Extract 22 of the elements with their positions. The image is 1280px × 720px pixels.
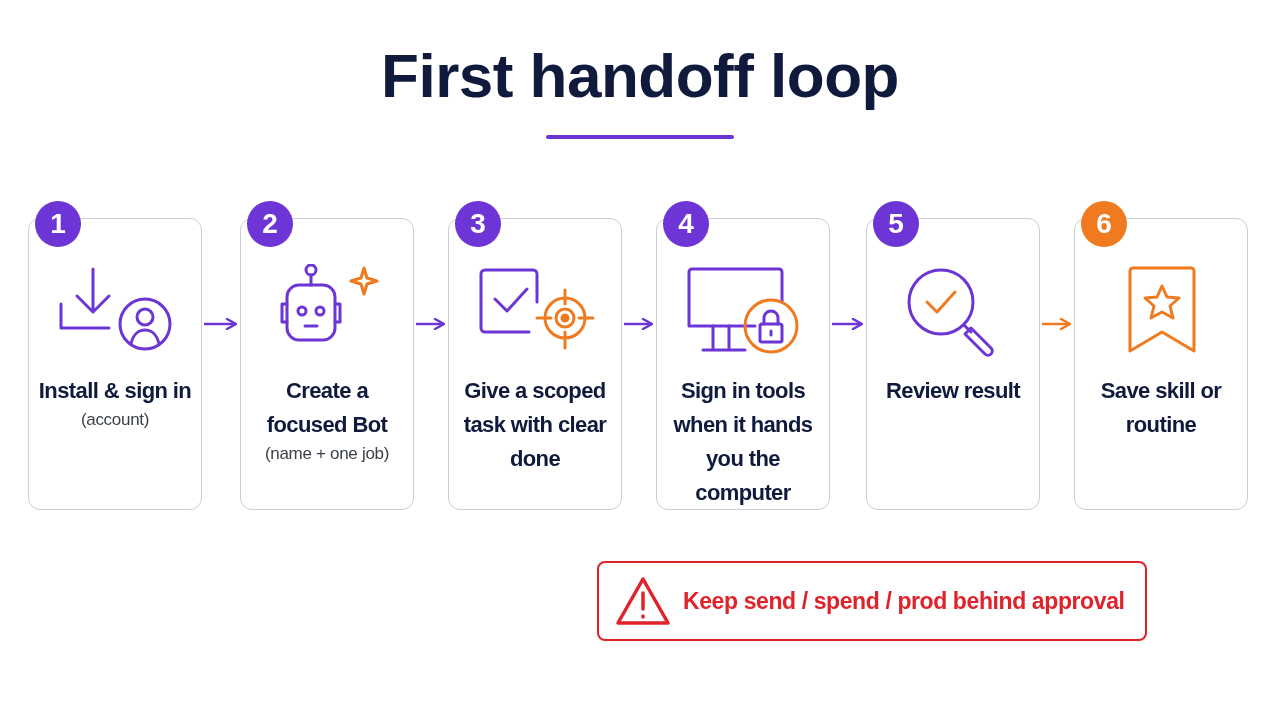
warning-text: Keep send / spend / prod behind approval — [683, 587, 1125, 615]
step-title: Give a scoped task with clear done — [462, 377, 608, 473]
step-number: 6 — [1081, 201, 1127, 247]
step-number: 1 — [35, 201, 81, 247]
step-number: 2 — [247, 201, 293, 247]
step-title: Create a focused Bot — [265, 377, 389, 439]
arrow — [416, 317, 446, 331]
step-title: Sign in tools when it hands you the computer — [672, 377, 814, 507]
title: First handoff loop — [381, 40, 899, 111]
arrow — [204, 317, 238, 331]
step-title: Save skill or routine — [1099, 377, 1223, 439]
step-number: 5 — [873, 201, 919, 247]
step-title: Review result — [885, 377, 1020, 405]
arrow — [624, 317, 654, 331]
step-number: 4 — [663, 201, 709, 247]
arrow — [832, 317, 864, 331]
warning-box — [597, 561, 1147, 641]
step-note: (name + one job) — [264, 444, 390, 464]
step-number: 3 — [455, 201, 501, 247]
step-note: (account) — [80, 410, 150, 430]
step-title: Install & sign in — [38, 377, 192, 405]
arrow — [1042, 317, 1072, 331]
